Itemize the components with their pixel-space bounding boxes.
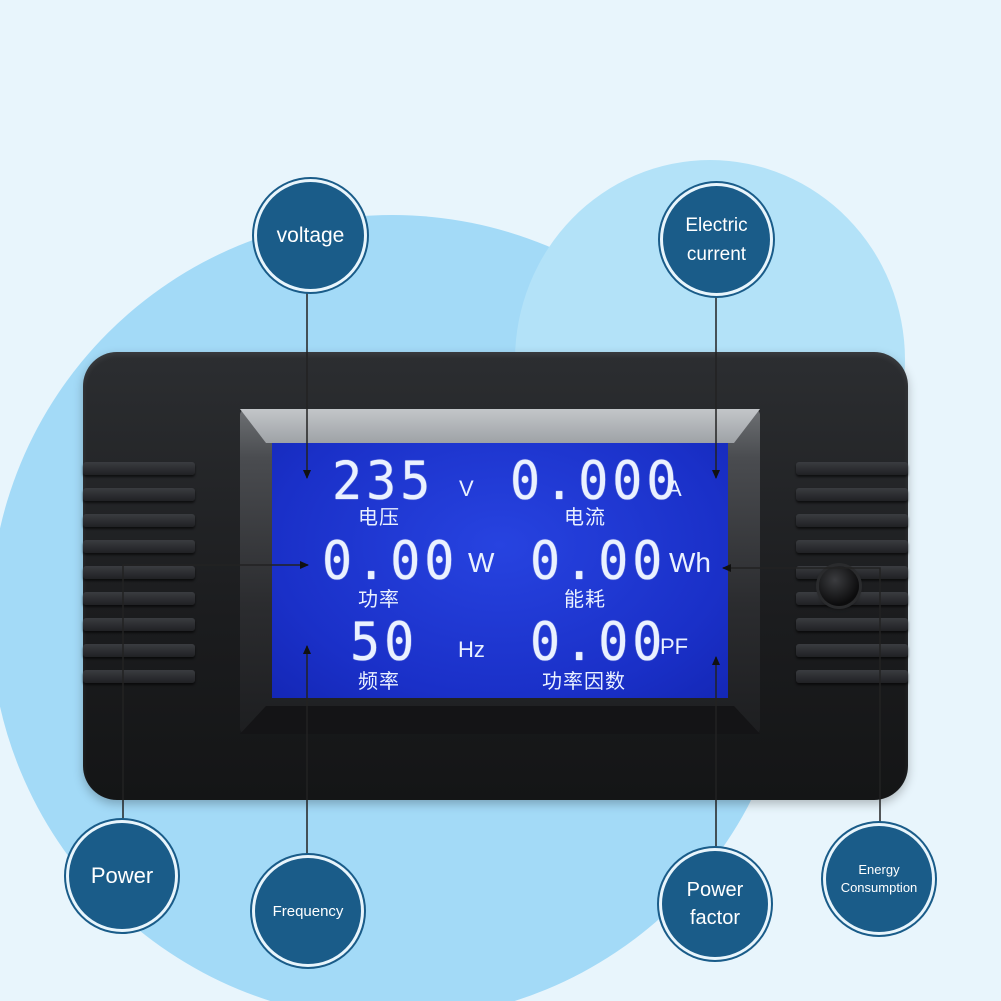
voltage-label: 电压 (358, 505, 400, 529)
vent-slot (83, 618, 195, 631)
left-vents (83, 462, 195, 696)
energy-callout-line1: Energy (858, 862, 900, 877)
vent-slot (83, 670, 195, 683)
power-factor-label: 功率因数 (542, 669, 626, 693)
power-label: 功率 (358, 587, 400, 611)
frequency-value: 50 (350, 611, 419, 673)
frequency-label: 频率 (358, 669, 400, 693)
voltage-callout: voltage (257, 182, 364, 289)
current-unit: A (667, 476, 682, 501)
vent-slot (796, 514, 908, 527)
power-callout-label: Power (90, 863, 154, 888)
power-factor-value: 0.00 (530, 611, 667, 673)
voltage-value: 235 (332, 450, 435, 512)
power-value: 0.00 (322, 530, 459, 592)
vent-slot (796, 618, 908, 631)
energy-callout-line2: Consumption (840, 880, 918, 895)
energy-label: 能耗 (564, 587, 606, 611)
vent-slot (796, 540, 908, 553)
vent-slot (83, 644, 195, 657)
voltage-unit: V (459, 476, 474, 501)
power-factor-callout: Power factor (662, 851, 768, 957)
frequency-callout: Frequency (255, 858, 361, 964)
power-callout: Power (69, 823, 175, 929)
bezel-shadow (240, 706, 760, 734)
power-unit: W (468, 547, 495, 578)
vent-slot (796, 670, 908, 683)
electric-current-callout-line2: current (686, 243, 747, 265)
vent-slot (796, 488, 908, 501)
vent-slot (83, 566, 195, 579)
power-factor-unit: PF (660, 634, 689, 659)
bezel-highlight (240, 409, 760, 443)
vent-slot (83, 540, 195, 553)
voltage-callout-label: voltage (276, 223, 345, 247)
vent-slot (796, 644, 908, 657)
vent-slot (83, 488, 195, 501)
electric-current-callout-line1: Electric (685, 214, 748, 236)
vent-slot (83, 462, 195, 475)
reset-button[interactable] (819, 566, 859, 606)
vent-slot (796, 462, 908, 475)
power-factor-callout-line1: Power (686, 879, 744, 901)
lcd-screen: 235 V 电压 0.000 A 电流 0.00 W 功率 0.00 Wh 能耗… (272, 443, 728, 698)
electric-current-callout: Electric current (663, 186, 770, 293)
frequency-unit: Hz (458, 637, 485, 662)
current-label: 电流 (564, 505, 606, 529)
energy-consumption-callout: Energy Consumption (826, 826, 932, 932)
energy-value: 0.00 (530, 530, 667, 592)
vent-slot (83, 514, 195, 527)
frequency-callout-label: Frequency (272, 902, 344, 920)
energy-unit: Wh (669, 547, 711, 578)
power-factor-callout-line2: factor (689, 907, 741, 929)
vent-slot (83, 592, 195, 605)
current-value: 0.000 (510, 450, 681, 512)
